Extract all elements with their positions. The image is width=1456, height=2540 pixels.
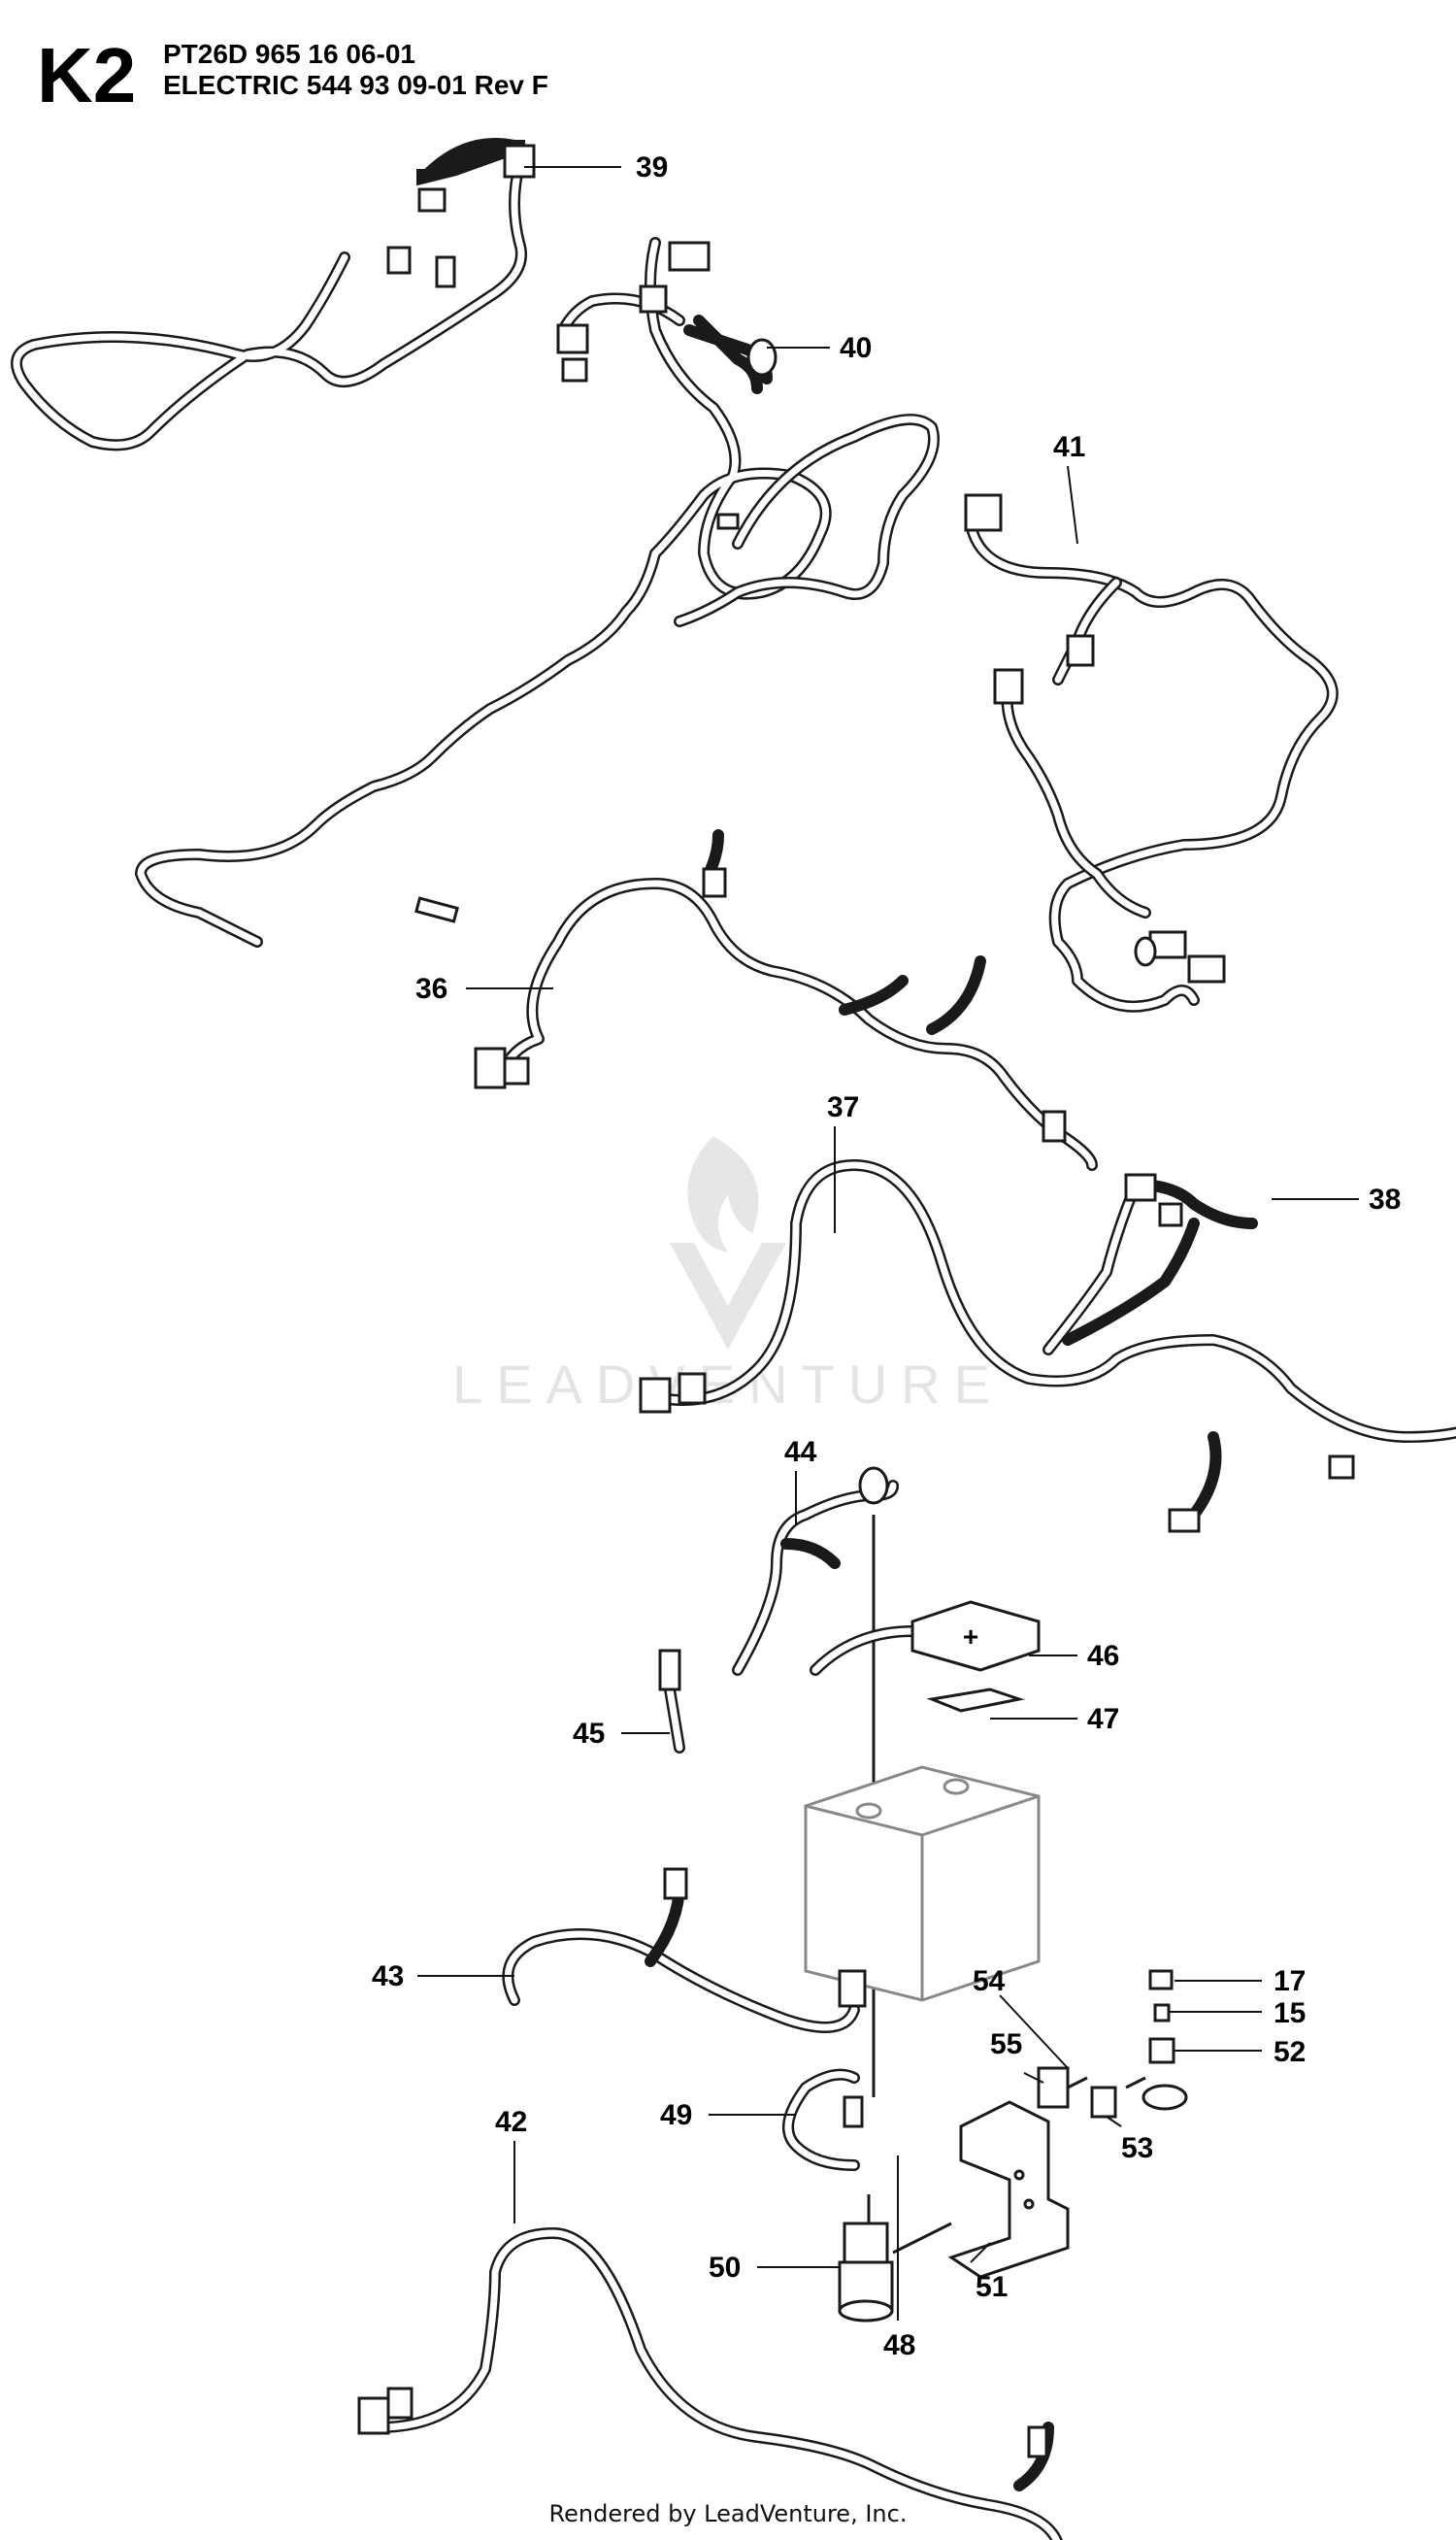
callout-40: 40 [840, 332, 872, 364]
bracket-51 [892, 2100, 1070, 2279]
callout-50: 50 [709, 2252, 741, 2284]
cable-49 [782, 2068, 864, 2171]
model-line: PT26D 965 16 06-01 [163, 39, 415, 69]
callout-17: 17 [1274, 1965, 1306, 1997]
cable-44 [732, 1466, 899, 2097]
part-17 [1148, 1969, 1174, 1990]
callout-47: 47 [1087, 1703, 1119, 1735]
harness-42 [357, 2227, 1063, 2540]
callout-46: 46 [1087, 1640, 1119, 1672]
callout-37: 37 [827, 1091, 859, 1123]
callout-41: 41 [1053, 431, 1085, 463]
callout-48: 48 [883, 2329, 915, 2361]
part-15 [1153, 2003, 1171, 2022]
callout-15: 15 [1274, 1997, 1306, 2029]
connector-53 [1067, 2076, 1146, 2119]
callout-42: 42 [495, 2106, 527, 2138]
callout-52: 52 [1274, 2036, 1306, 2068]
section-code: K2 [37, 32, 137, 118]
callout-53: 53 [1121, 2132, 1153, 2164]
callout-45: 45 [573, 1718, 605, 1750]
callout-54: 54 [973, 1965, 1006, 1997]
bracket-47 [926, 1688, 1025, 1713]
fuse-holder-symbol: + [963, 1621, 978, 1652]
callout-51: 51 [976, 2271, 1008, 2303]
callout-49: 49 [660, 2099, 692, 2131]
callout-39: 39 [636, 151, 668, 184]
battery [804, 1765, 1041, 2002]
callout-55: 55 [990, 2028, 1022, 2060]
harness-39 [11, 138, 536, 451]
footer-credit: Rendered by LeadVenture, Inc. [548, 2500, 908, 2527]
callout-38: 38 [1369, 1184, 1401, 1216]
harness-41 [964, 493, 1339, 1013]
callout-44: 44 [784, 1436, 817, 1468]
leader-lines [417, 166, 1359, 2321]
cable-43 [502, 1867, 867, 2033]
solenoid-50 [838, 2194, 894, 2323]
watermark: LEADVENTURE [452, 1136, 1004, 1415]
harness-36 [474, 829, 1098, 1171]
assembly-line: ELECTRIC 544 93 09-01 Rev F [163, 70, 548, 100]
part-52 [1142, 2037, 1188, 2111]
cable-45 [658, 1649, 685, 1754]
harness-37 [639, 1159, 1456, 1533]
fuse-holder-46: + [810, 1600, 1041, 1676]
callouts: 39 40 41 36 37 38 44 46 47 45 43 54 55 1… [372, 151, 1401, 2361]
callout-36: 36 [415, 973, 447, 1005]
callout-43: 43 [372, 1960, 404, 1992]
relay-55 [1037, 2066, 1070, 2109]
harness-40 [135, 237, 940, 948]
watermark-text: LEADVENTURE [452, 1354, 1004, 1415]
